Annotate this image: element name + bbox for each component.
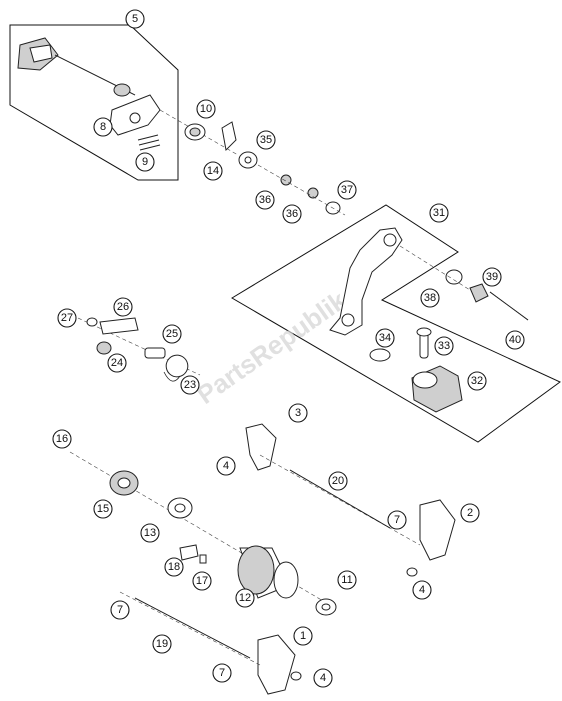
svg-text:37: 37 <box>341 184 353 196</box>
callout-4a: 4 <box>216 456 236 476</box>
svg-text:7: 7 <box>219 667 225 679</box>
shift-fork-upper <box>245 423 421 546</box>
svg-text:38: 38 <box>424 292 436 304</box>
callout-11: 11 <box>337 570 357 590</box>
shift-lever <box>329 227 529 336</box>
svg-text:15: 15 <box>97 503 109 515</box>
svg-text:40: 40 <box>509 334 521 346</box>
svg-text:27: 27 <box>61 312 73 324</box>
callout-24: 24 <box>107 353 127 373</box>
callout-34: 34 <box>375 328 395 348</box>
svg-text:12: 12 <box>239 592 251 604</box>
svg-text:7: 7 <box>117 604 123 616</box>
svg-text:31: 31 <box>433 207 445 219</box>
callout-25: 25 <box>162 324 182 344</box>
svg-text:10: 10 <box>200 103 212 115</box>
callout-27: 27 <box>57 308 77 328</box>
callout-7a: 7 <box>387 510 407 530</box>
svg-text:25: 25 <box>166 328 178 340</box>
callout-16: 16 <box>52 429 72 449</box>
watermark-text: PartsRepublik <box>191 285 352 410</box>
svg-text:33: 33 <box>438 340 450 352</box>
callout-9: 9 <box>135 152 155 172</box>
shift-fork-right <box>406 499 456 577</box>
svg-text:34: 34 <box>379 332 391 344</box>
shift-fork-lower <box>119 591 302 695</box>
callout-4b: 4 <box>412 580 432 600</box>
svg-text:18: 18 <box>168 561 180 573</box>
callout-36a: 36 <box>255 190 275 210</box>
svg-text:39: 39 <box>486 271 498 283</box>
svg-text:23: 23 <box>184 379 196 391</box>
callout-37: 37 <box>337 180 357 200</box>
upper-washers <box>184 121 346 216</box>
svg-text:35: 35 <box>260 134 272 146</box>
callout-1: 1 <box>293 626 313 646</box>
svg-text:20: 20 <box>332 475 344 487</box>
callout-13: 13 <box>140 523 160 543</box>
svg-text:19: 19 <box>156 638 168 650</box>
svg-text:13: 13 <box>144 527 156 539</box>
svg-text:5: 5 <box>132 13 138 25</box>
callout-15: 15 <box>93 499 113 519</box>
svg-text:32: 32 <box>471 375 483 387</box>
svg-text:36: 36 <box>259 194 271 206</box>
callout-10: 10 <box>196 99 216 119</box>
svg-text:1: 1 <box>300 630 306 642</box>
callout-2: 2 <box>460 503 480 523</box>
callout-5: 5 <box>125 9 145 29</box>
svg-text:4: 4 <box>320 672 326 684</box>
callout-35: 35 <box>256 130 276 150</box>
svg-text:14: 14 <box>207 165 219 177</box>
shift-shaft-assembly <box>17 37 239 156</box>
svg-text:3: 3 <box>295 407 301 419</box>
svg-text:16: 16 <box>56 433 68 445</box>
svg-text:26: 26 <box>117 301 129 313</box>
svg-text:36: 36 <box>286 208 298 220</box>
svg-text:24: 24 <box>111 357 123 369</box>
svg-text:17: 17 <box>196 575 208 587</box>
callout-7c: 7 <box>212 663 232 683</box>
pedal-tip-parts <box>369 327 463 413</box>
callout-14: 14 <box>203 161 223 181</box>
svg-text:7: 7 <box>394 514 400 526</box>
svg-text:9: 9 <box>142 156 148 168</box>
callout-4c: 4 <box>313 668 333 688</box>
group-frame-shift-lever <box>231 204 561 443</box>
callout-40: 40 <box>505 330 525 350</box>
callout-3: 3 <box>288 403 308 423</box>
callout-36b: 36 <box>282 204 302 224</box>
svg-text:8: 8 <box>100 121 106 133</box>
callout-19: 19 <box>152 634 172 654</box>
callout-32: 32 <box>467 371 487 391</box>
svg-text:4: 4 <box>223 460 229 472</box>
callout-31: 31 <box>429 203 449 223</box>
callout-7b: 7 <box>110 600 130 620</box>
svg-text:2: 2 <box>467 507 473 519</box>
callout-17: 17 <box>192 571 212 591</box>
callout-18: 18 <box>164 557 184 577</box>
svg-text:4: 4 <box>419 584 425 596</box>
callout-8: 8 <box>93 117 113 137</box>
callout-26: 26 <box>113 297 133 317</box>
shift-drum-group <box>69 451 337 616</box>
callout-23: 23 <box>180 375 200 395</box>
callout-20: 20 <box>328 471 348 491</box>
callout-12: 12 <box>235 588 255 608</box>
callout-38: 38 <box>420 288 440 308</box>
svg-text:11: 11 <box>341 574 352 586</box>
callout-39: 39 <box>482 267 502 287</box>
callout-33: 33 <box>434 336 454 356</box>
detent-lever-group <box>77 317 201 382</box>
